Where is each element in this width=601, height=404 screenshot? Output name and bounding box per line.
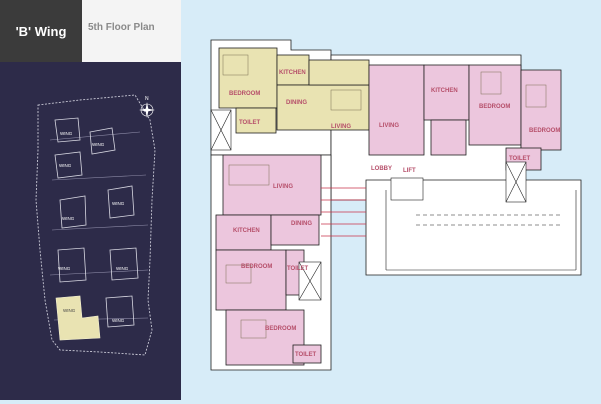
room-toilet: TOILET <box>239 120 261 126</box>
room-kitchen: KITCHEN <box>279 70 306 76</box>
wing-label: WING <box>58 266 71 271</box>
pink-unit-top <box>368 64 562 171</box>
room-living: LIVING <box>379 123 399 129</box>
wing-label: WING <box>60 131 73 136</box>
room-kitchen: KITCHEN <box>431 88 458 94</box>
wing-label-highlight: WING <box>63 308 76 313</box>
pink-unit-mid <box>215 154 322 251</box>
room-bedroom: BEDROOM <box>479 104 510 110</box>
furniture <box>222 54 547 339</box>
wing-label: WING <box>112 201 125 206</box>
room-dining: DINING <box>291 221 312 227</box>
wing-label: WING <box>62 216 75 221</box>
yellow-unit <box>218 47 370 134</box>
room-lobby: LOBBY <box>371 166 392 172</box>
wing-label: WING <box>59 163 72 168</box>
floor-plan-title: 5th Floor Plan <box>88 22 155 33</box>
room-bedroom: BEDROOM <box>529 128 560 134</box>
room-toilet: TOILET <box>295 352 317 358</box>
room-living: LIVING <box>273 184 293 190</box>
floor-plan: BEDROOM KITCHEN LIVING TOILET DINING LIV… <box>210 39 582 371</box>
compass-icon: N <box>139 96 155 118</box>
site-plan: WING WING WING WING WING WING WING WING … <box>35 94 156 356</box>
room-lift: LIFT <box>403 168 416 174</box>
stair-block <box>210 109 527 301</box>
room-bedroom: BEDROOM <box>229 91 260 97</box>
room-living: LIVING <box>331 124 351 130</box>
wing-title: 'B' Wing <box>0 0 82 62</box>
site-plan-panel: 'B' Wing 5th Floor Plan WING WING WING W… <box>0 0 181 400</box>
room-dining: DINING <box>286 100 307 106</box>
room-toilet: TOILET <box>509 156 531 162</box>
pink-unit-bottom <box>215 249 322 366</box>
room-toilet: TOILET <box>287 266 309 272</box>
highlighted-wing <box>55 295 101 341</box>
wing-label: WING <box>112 318 125 323</box>
wing-label: WING <box>116 266 129 271</box>
svg-text:N: N <box>145 96 149 102</box>
wing-label: WING <box>92 142 105 147</box>
window-marks <box>385 190 577 271</box>
room-bedroom: BEDROOM <box>241 264 272 270</box>
site-boundary <box>35 94 156 356</box>
room-kitchen: KITCHEN <box>233 228 260 234</box>
stair-lines <box>321 187 366 237</box>
floor-plan-area: BEDROOM KITCHEN LIVING TOILET DINING LIV… <box>181 0 601 400</box>
title-bar: 'B' Wing 5th Floor Plan <box>0 0 181 62</box>
wing-footprints <box>54 117 139 328</box>
room-bedroom: BEDROOM <box>265 326 296 332</box>
